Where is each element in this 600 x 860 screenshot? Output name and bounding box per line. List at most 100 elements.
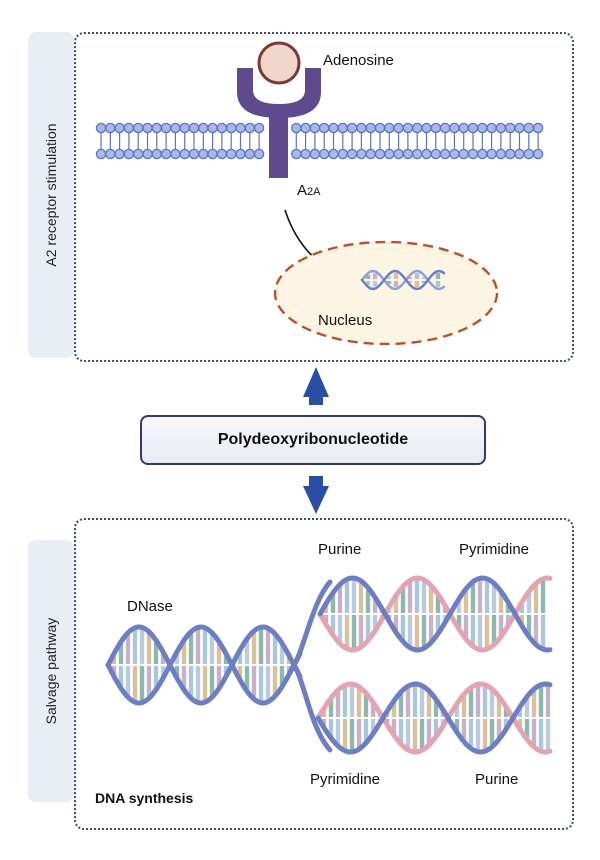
base-pair <box>160 653 166 664</box>
base-pair <box>321 710 327 717</box>
lipid-head <box>216 122 228 134</box>
base-pair <box>356 719 362 748</box>
a2a-label-main: A <box>297 182 308 199</box>
base-pair <box>524 719 530 738</box>
base-pair <box>414 281 420 287</box>
lipid-head <box>95 148 107 160</box>
base-pair <box>342 719 348 749</box>
lipid-head <box>244 148 256 160</box>
base-pair <box>468 719 474 747</box>
lipid-head <box>532 122 544 134</box>
base-pair <box>188 666 194 697</box>
dna-strand <box>105 624 303 706</box>
base-pair <box>372 599 378 613</box>
lipid-head <box>253 148 265 160</box>
base-pair <box>209 634 215 664</box>
base-pair <box>407 615 413 646</box>
lipid-head <box>337 148 349 160</box>
base-pair <box>484 580 490 613</box>
base-pair <box>202 666 208 701</box>
base-pair <box>139 629 145 664</box>
dna-strand <box>360 269 446 291</box>
base-pair <box>337 586 343 613</box>
base-pair <box>279 645 285 664</box>
base-pair <box>111 666 117 675</box>
base-pair <box>344 581 350 613</box>
lipid-head <box>328 148 339 160</box>
lipid-head <box>477 122 488 134</box>
base-pair <box>358 582 364 613</box>
base-pair <box>372 615 378 629</box>
base-pair <box>237 666 243 678</box>
lipid-head <box>421 148 432 160</box>
base-pair <box>531 719 537 745</box>
dna-strand <box>105 624 303 706</box>
base-pair <box>272 635 278 664</box>
lipid-head <box>514 148 525 160</box>
lipid-head <box>402 148 414 160</box>
base-pair <box>386 281 392 284</box>
base-pair <box>265 666 271 700</box>
lipid-head <box>384 122 395 134</box>
base-pair <box>258 629 264 664</box>
base-pair <box>174 653 180 664</box>
base-pair <box>414 615 420 648</box>
lipid-head <box>291 122 302 134</box>
base-pair <box>328 719 334 736</box>
base-pair <box>503 708 509 717</box>
lipid-head <box>328 122 339 134</box>
base-pair <box>540 615 546 648</box>
base-pair <box>370 719 376 732</box>
base-pair <box>482 719 488 750</box>
dna-strand <box>315 681 553 755</box>
base-pair <box>365 589 371 613</box>
base-pair <box>538 719 544 750</box>
base-pair <box>365 281 371 285</box>
lipid-head <box>514 122 525 134</box>
lipid-head <box>170 148 181 160</box>
lipid-head <box>477 148 488 160</box>
lipid-head <box>132 122 144 134</box>
base-pair <box>344 615 350 647</box>
base-pair <box>323 615 329 623</box>
base-pair <box>463 590 469 613</box>
base-pair <box>365 275 371 279</box>
lipid-head <box>300 148 311 160</box>
lipid-head <box>439 148 451 160</box>
lipid-head <box>235 148 246 160</box>
lipid-head <box>170 122 181 134</box>
lipid-head <box>95 122 107 134</box>
dna-strand <box>293 665 333 753</box>
lipid-head <box>393 122 404 134</box>
base-pair <box>405 688 411 717</box>
lipid-head <box>151 122 163 134</box>
lipid-head <box>458 148 469 160</box>
lipid-head <box>188 148 200 160</box>
lipid-head <box>235 122 246 134</box>
base-pair <box>540 580 546 613</box>
lipid-head <box>188 122 200 134</box>
base-pair <box>456 600 462 613</box>
base-pair <box>489 719 495 745</box>
base-pair <box>181 666 187 688</box>
base-pair <box>519 604 525 613</box>
lipid-head <box>291 148 302 160</box>
base-pair <box>358 615 364 646</box>
base-pair <box>244 666 250 690</box>
lipid-head <box>160 122 172 134</box>
base-pair <box>454 705 460 717</box>
base-pair <box>237 652 243 664</box>
base-pair <box>545 686 551 717</box>
side-tab-receptor: A2 receptor stimulation <box>28 32 74 358</box>
lipid-head <box>532 148 544 160</box>
lipid-head <box>123 148 135 160</box>
lipid-head <box>105 148 116 160</box>
base-pair <box>223 666 229 675</box>
base-pair <box>153 642 159 664</box>
base-pair <box>538 686 544 717</box>
base-pair <box>363 719 369 741</box>
nucleus-dna-icon <box>360 269 446 291</box>
base-pair <box>517 719 523 728</box>
base-pair <box>498 593 504 613</box>
base-pair <box>258 666 264 701</box>
